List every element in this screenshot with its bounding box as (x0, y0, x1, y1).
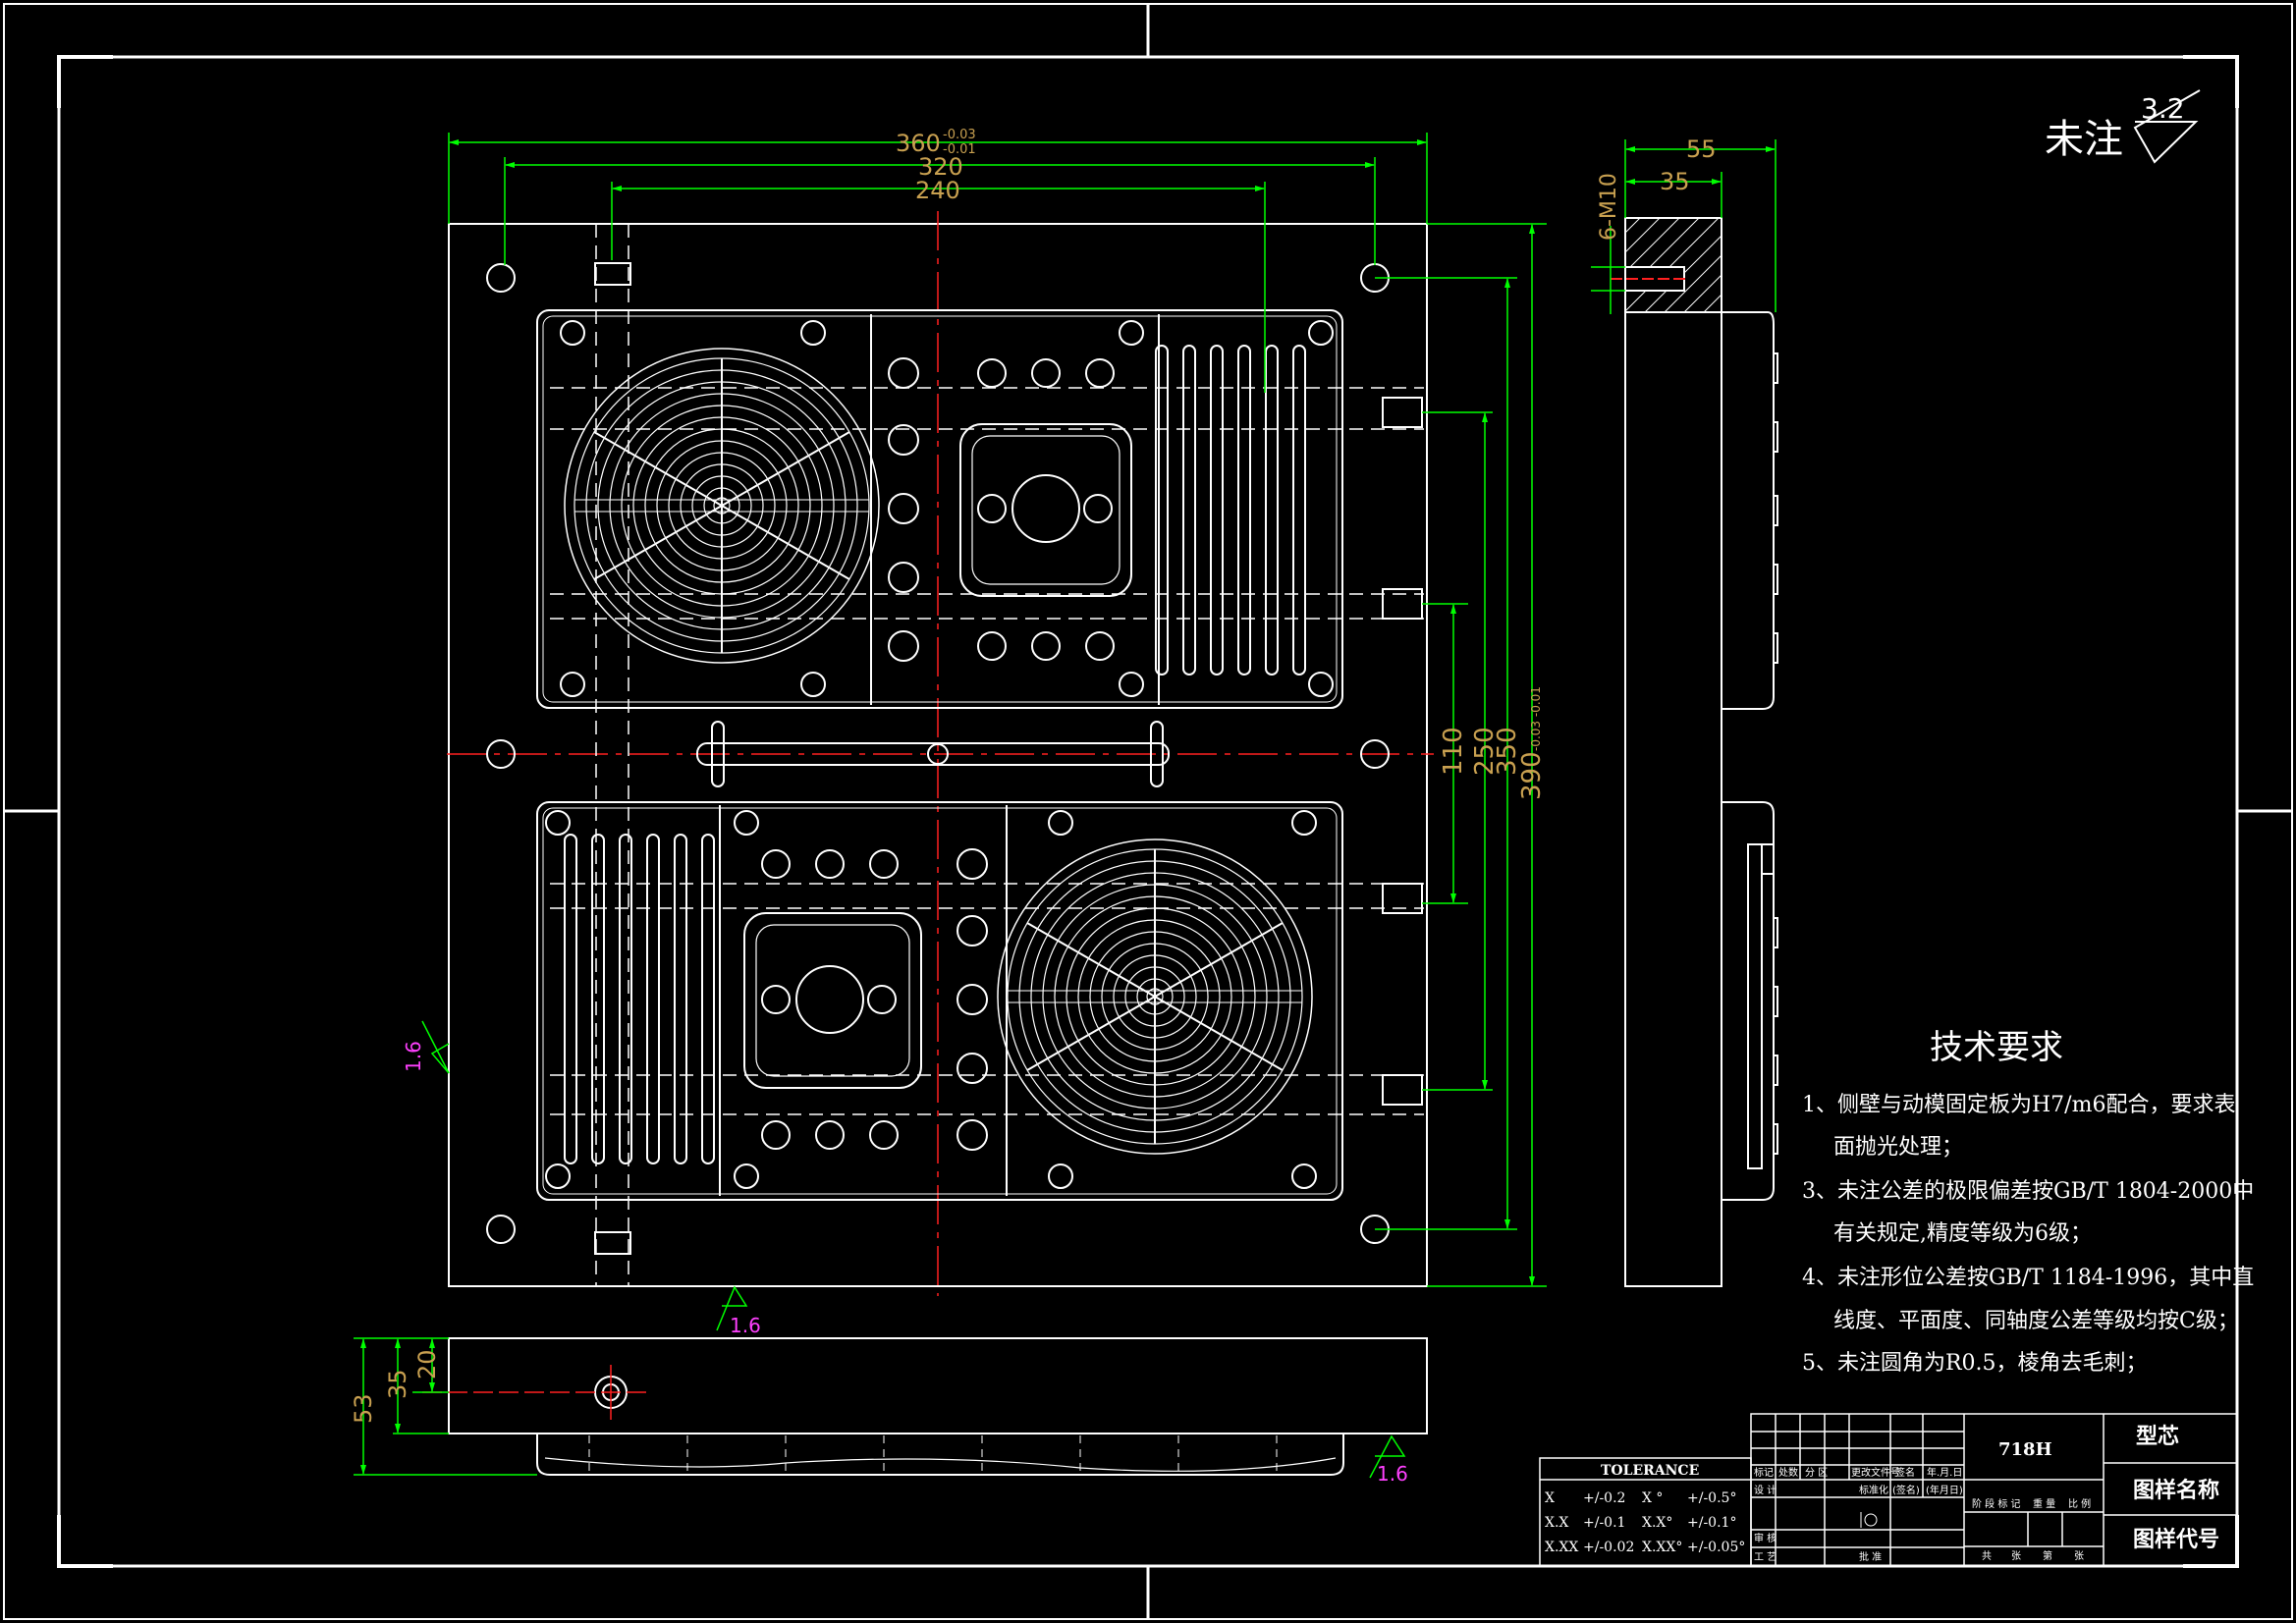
hidden-lines (550, 224, 1424, 1286)
tb-scale: 比 例 (2068, 1497, 2091, 1510)
side-view-dimensions (1591, 139, 1777, 314)
top-cavity (536, 309, 1343, 709)
front-dimension-text: 53 35 20 (350, 1349, 441, 1424)
tol-r3-c1: X.XX (1545, 1540, 1578, 1555)
front-view (422, 1337, 1428, 1476)
tol-r3-c3: X.XX° (1642, 1540, 1682, 1555)
tb-signature: 签名 (1895, 1466, 1915, 1479)
dim-320: 320 (918, 153, 963, 181)
thread-6-m10: 6-M10 (1597, 173, 1621, 241)
tb-no: 第 (2043, 1549, 2052, 1562)
tech-item-4b: 线度、平面度、同轴度公差等级均按C级； (1833, 1309, 2239, 1333)
dim-110: 110 (1439, 727, 1468, 776)
tol-r2-c2: +/-0.1 (1583, 1515, 1625, 1531)
tb-weight: 重 量 (2033, 1497, 2055, 1510)
tol-r3-c4: +/-0.05° (1687, 1540, 1745, 1555)
front-view-dimensions (354, 1337, 537, 1476)
right-dimensions (1375, 223, 1547, 1287)
dim-20: 20 (413, 1349, 441, 1380)
right-dimension-text: 110 250 350 390 -0.03 -0.01 (1439, 686, 1547, 800)
tol-r1-c4: +/-0.5° (1687, 1490, 1736, 1506)
roughness-right: 1.6 (1377, 1462, 1408, 1486)
tb-mark: 标记 (1754, 1467, 1774, 1479)
tb-drawing-name: 图样名称 (2133, 1478, 2219, 1503)
tol-r3-c2: +/-0.02 (1583, 1540, 1634, 1555)
technical-requirements: 技术要求 1、侧壁与动模固定板为H7/m6配合，要求表 面抛光处理； 3、未注公… (1802, 1028, 2254, 1376)
tech-item-3b: 有关规定,精度等级为6级； (1833, 1221, 2092, 1246)
top-dimensions (448, 133, 1428, 393)
tech-item-1b: 面抛光处理； (1833, 1135, 1963, 1160)
dim-360: 360 (896, 130, 941, 157)
tb-sheet-a: 张 (2011, 1550, 2021, 1562)
tb-zone: 分 区 (1805, 1467, 1828, 1479)
tb-date-hint: (年月日) (1926, 1484, 1963, 1496)
roughness-marks: 1.6 1.6 1.6 (402, 1020, 1408, 1486)
dim-360-upper: -0.03 (943, 128, 976, 142)
side-view (1611, 217, 1778, 1287)
tol-r1-c3: X ° (1642, 1490, 1663, 1506)
tech-item-1: 1、侧壁与动模固定板为H7/m6配合，要求表 (1802, 1093, 2235, 1117)
tb-sign-hint: (签名) (1892, 1484, 1920, 1496)
tb-sheet-b: 张 (2074, 1550, 2084, 1562)
tb-process: 工 艺 (1754, 1551, 1777, 1563)
dim-390: 390 (1517, 751, 1547, 800)
tech-item-5: 5、未注圆角为R0.5，棱角去毛刺； (1802, 1351, 2148, 1376)
dim-35-side: 35 (1660, 168, 1690, 195)
title-block: 标记 处数 分 区 更改文件号 签名 年.月.日 设 计 标准化 (签名) (年… (1750, 1413, 2238, 1567)
tolerance-title: TOLERANCE (1601, 1463, 1699, 1479)
tech-title: 技术要求 (1930, 1028, 2063, 1067)
tb-material: 718H (1998, 1439, 2052, 1460)
runner-bar (696, 721, 1170, 787)
sheet-border (3, 3, 2293, 1620)
roughness-left: 1.6 (402, 1041, 425, 1072)
tolerance-table: TOLERANCE X +/-0.2 X ° +/-0.5° X.X +/-0.… (1539, 1457, 1752, 1567)
dim-360-lower: -0.01 (943, 142, 976, 157)
tb-date: 年.月.日 (1927, 1466, 1962, 1479)
roughness-symbol (2133, 89, 2201, 164)
tb-review: 审 核 (1754, 1532, 1777, 1544)
tol-r1-c1: X (1545, 1490, 1555, 1506)
tb-approve: 批 准 (1859, 1550, 1882, 1563)
dim-250: 250 (1470, 727, 1500, 776)
bottom-cavity (536, 801, 1343, 1201)
tb-drawing-code: 图样代号 (2133, 1527, 2219, 1552)
tol-r2-c3: X.X° (1642, 1515, 1672, 1531)
dim-350: 350 (1493, 727, 1522, 776)
plan-view (447, 211, 1434, 1296)
tol-r2-c4: +/-0.1° (1687, 1515, 1736, 1531)
dim-240: 240 (915, 177, 960, 204)
tb-change-doc: 更改文件号 (1851, 1466, 1900, 1479)
tb-count: 处数 (1778, 1466, 1798, 1479)
tech-item-4: 4、未注形位公差按GB/T 1184-1996，其中直 (1802, 1266, 2254, 1290)
tech-item-3: 3、未注公差的极限偏差按GB/T 1804-2000中 (1802, 1179, 2254, 1204)
tb-design: 设 计 (1754, 1484, 1777, 1496)
tb-part-name: 型芯 (2136, 1425, 2179, 1449)
tb-standardization: 标准化 (1859, 1484, 1888, 1496)
surface-roughness-note: 未注 3.2 (2045, 89, 2201, 164)
dim-53: 53 (350, 1393, 377, 1424)
roughness-bottom: 1.6 (730, 1314, 761, 1337)
dim-55: 55 (1686, 135, 1717, 163)
tol-r1-c2: +/-0.2 (1583, 1490, 1625, 1506)
tb-total: 共 (1982, 1550, 1992, 1562)
tol-r2-c1: X.X (1545, 1515, 1568, 1531)
dim-390-tol: -0.03 -0.01 (1529, 686, 1543, 751)
top-dimension-text: 360 -0.03 -0.01 320 240 (896, 128, 976, 204)
unnoted-label: 未注 (2045, 117, 2123, 162)
tb-stage: 阶 段 标 记 (1972, 1497, 2021, 1510)
dim-35-front: 35 (384, 1369, 411, 1399)
